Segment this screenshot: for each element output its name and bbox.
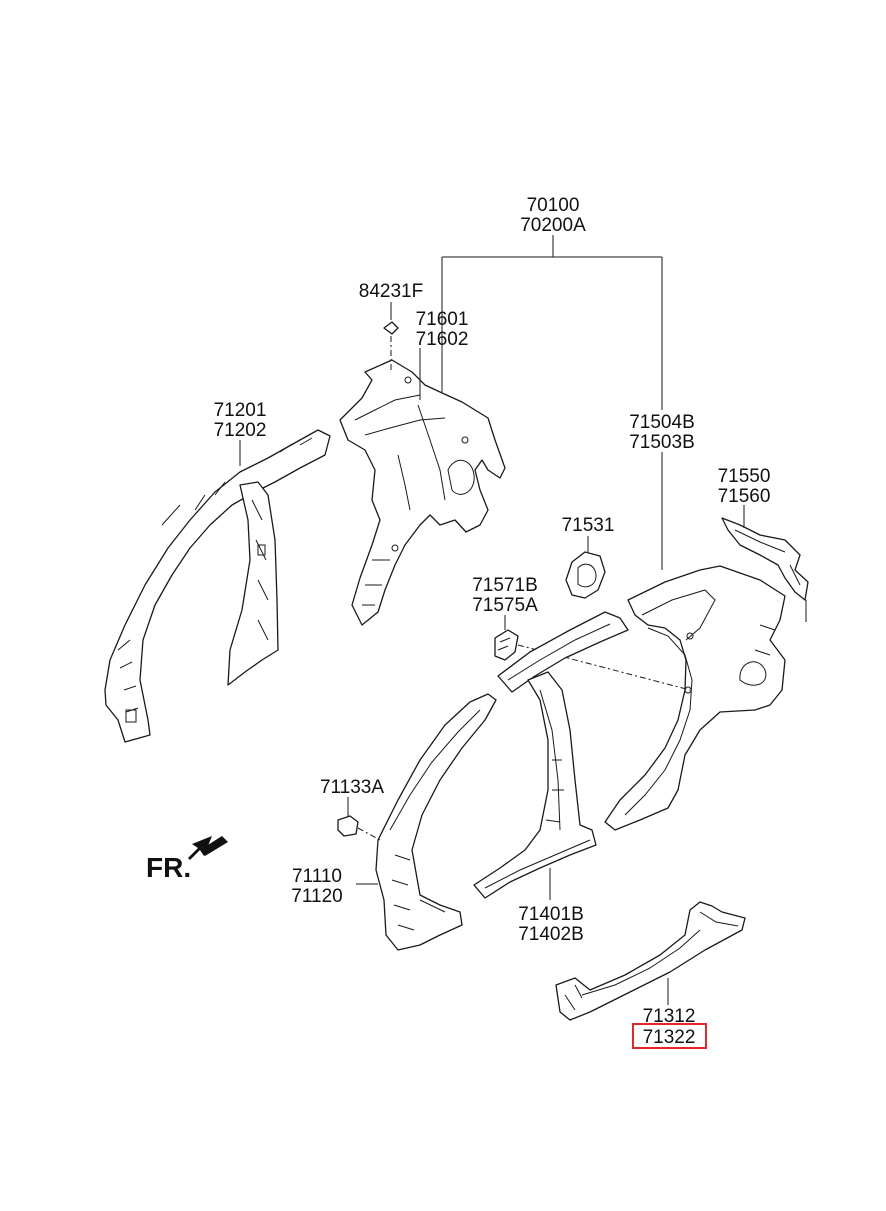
label-71110[interactable]: 71110 bbox=[292, 866, 342, 887]
label-71401b[interactable]: 71401B bbox=[518, 904, 584, 925]
front-arrow-icon bbox=[188, 836, 228, 860]
label-70200a[interactable]: 70200A bbox=[520, 215, 586, 236]
quarter-outer-panel-part[interactable] bbox=[604, 565, 786, 831]
label-71531[interactable]: 71531 bbox=[562, 515, 615, 536]
fuel-filler-housing-part[interactable] bbox=[565, 536, 606, 599]
highlight-box bbox=[632, 1023, 707, 1049]
inner-quarter-panel-part[interactable] bbox=[339, 359, 506, 626]
label-71120[interactable]: 71120 bbox=[291, 886, 342, 907]
label-84231f[interactable]: 84231F bbox=[359, 281, 423, 302]
roof-rail-inner-part[interactable] bbox=[104, 429, 331, 743]
label-front: FR. bbox=[146, 852, 191, 883]
label-71601[interactable]: 71601 bbox=[416, 309, 469, 330]
label-71602[interactable]: 71602 bbox=[416, 329, 469, 350]
label-71201[interactable]: 71201 bbox=[214, 400, 267, 421]
front-pillar-part[interactable] bbox=[356, 693, 497, 951]
label-71575a[interactable]: 71575A bbox=[472, 595, 538, 616]
label-71322[interactable]: 71322 bbox=[643, 1027, 696, 1048]
label-71504b[interactable]: 71504B bbox=[629, 412, 695, 433]
roof-side-rail-outer-part[interactable] bbox=[497, 611, 629, 693]
label-71503b[interactable]: 71503B bbox=[629, 432, 695, 453]
nut-part[interactable] bbox=[383, 302, 399, 372]
quarter-extension-part[interactable] bbox=[721, 505, 809, 622]
clip-part[interactable] bbox=[337, 797, 381, 841]
label-71402b[interactable]: 71402B bbox=[518, 924, 584, 945]
label-70100[interactable]: 70100 bbox=[527, 195, 580, 216]
label-71550[interactable]: 71550 bbox=[718, 466, 771, 487]
label-71560[interactable]: 71560 bbox=[718, 486, 771, 507]
assembly-leader bbox=[441, 235, 663, 570]
side-sill-part[interactable] bbox=[555, 901, 746, 1021]
label-71571b[interactable]: 71571B bbox=[472, 575, 538, 596]
label-71202[interactable]: 71202 bbox=[214, 420, 267, 441]
label-71133a[interactable]: 71133A bbox=[320, 777, 384, 798]
center-pillar-part[interactable] bbox=[473, 671, 597, 900]
label-71312[interactable]: 71312 bbox=[643, 1006, 696, 1027]
